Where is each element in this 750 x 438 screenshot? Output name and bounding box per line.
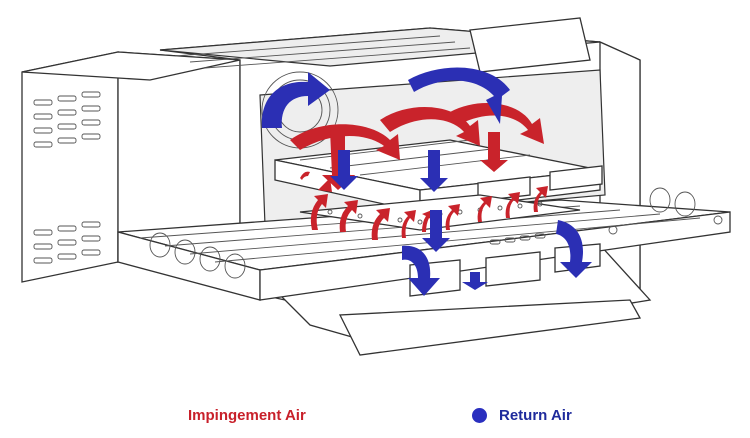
control-box xyxy=(21,51,241,283)
legend-impingement-label: Impingement Air xyxy=(188,406,306,424)
impingement-air-arrows xyxy=(290,102,548,240)
return-air-arrows xyxy=(261,67,592,296)
return-air-dot-icon xyxy=(472,407,487,423)
legend-return-label: Return Air xyxy=(499,406,572,424)
conveyor-belt xyxy=(117,187,731,301)
legend-return-air: Return Air xyxy=(472,400,572,430)
conveyor-oven-airflow-diagram xyxy=(21,17,731,356)
legend-impingement-air: Impingement Air xyxy=(188,400,306,430)
